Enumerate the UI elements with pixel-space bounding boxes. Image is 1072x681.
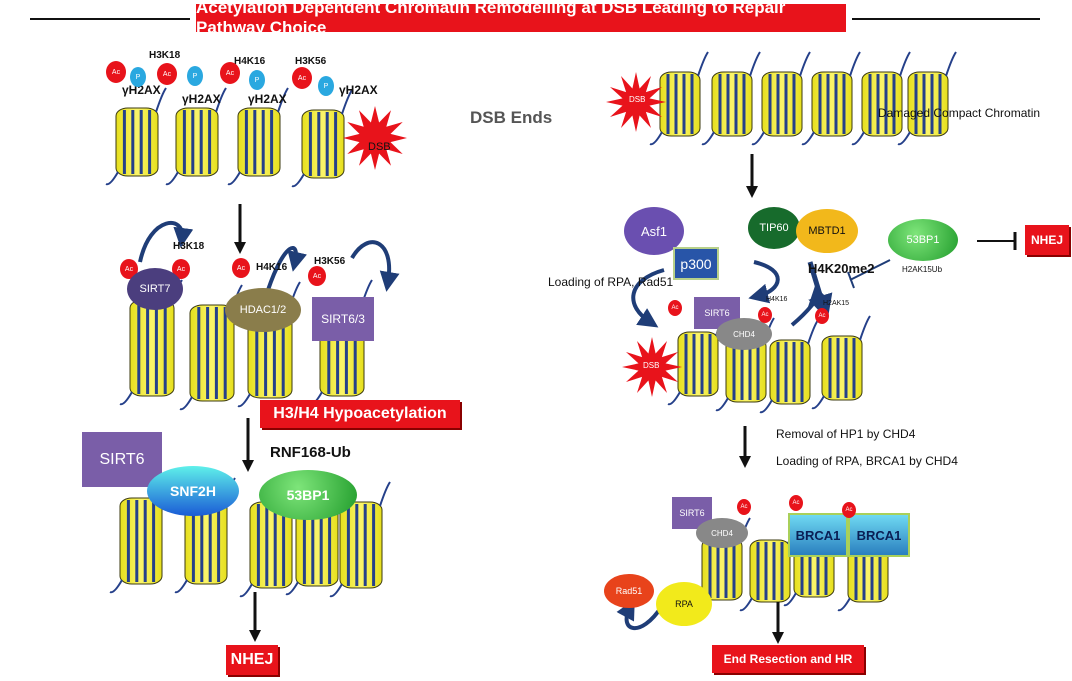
nucleosome bbox=[715, 317, 775, 412]
p-dot: P bbox=[249, 70, 265, 90]
nucleosome-layer bbox=[105, 51, 957, 612]
mark-h4k16-mid: H4K16 bbox=[256, 262, 288, 273]
gamma-h2ax-4: γH2AX bbox=[339, 83, 378, 97]
ac-dot: Ac bbox=[308, 266, 326, 286]
shape-layer bbox=[30, 18, 1040, 397]
arrow-layer bbox=[138, 154, 1017, 644]
tip60-acetyltransferase: TIP60 bbox=[748, 207, 800, 249]
ac-dot: Ac bbox=[737, 499, 751, 515]
ac-dot: Ac bbox=[668, 300, 682, 316]
dsb-label-left: DSB bbox=[368, 141, 391, 153]
dsb-label-right-top: DSB bbox=[629, 95, 646, 104]
chd4-remodeler-bottom: CHD4 bbox=[696, 518, 748, 548]
hdac12-enzyme: HDAC1/2 bbox=[225, 288, 301, 332]
hdac-arrow bbox=[266, 245, 307, 291]
nucleosome bbox=[851, 51, 911, 146]
ac-dot: Ac bbox=[220, 62, 240, 84]
tip60-arrow bbox=[748, 260, 780, 304]
ac-dot: Ac bbox=[292, 67, 312, 89]
nucleosome bbox=[667, 311, 727, 406]
snf2h-remodeler: SNF2H bbox=[147, 466, 239, 516]
nucleosome bbox=[759, 319, 819, 414]
ac-dot: Ac bbox=[106, 61, 126, 83]
nucleosome bbox=[109, 477, 171, 594]
dsb-burst-left bbox=[343, 106, 407, 170]
sirt63-enzyme: SIRT6/3 bbox=[312, 297, 374, 341]
mark-h3k56-top: H3K56 bbox=[295, 56, 327, 67]
nucleosome bbox=[751, 51, 811, 146]
dsb-burst-right-top bbox=[606, 72, 666, 132]
53bp1-left: 53BP1 bbox=[259, 470, 357, 520]
brca1-protein-2: BRCA1 bbox=[848, 513, 910, 557]
ac-dot: Ac bbox=[157, 63, 177, 85]
chd4-remodeler-mid: CHD4 bbox=[716, 318, 772, 350]
loading-rpa-brca1-label: Loading of RPA, BRCA1 by CHD4 bbox=[776, 454, 958, 468]
rad51-protein: Rad51 bbox=[604, 574, 654, 608]
nucleosome bbox=[701, 51, 761, 146]
nucleosome bbox=[165, 87, 227, 186]
53bp1-inhibit-bar bbox=[847, 271, 855, 289]
ac-dot: Ac bbox=[758, 307, 772, 323]
nucleosome bbox=[239, 481, 301, 598]
h4k20me2-label: H4K20me2 bbox=[808, 261, 875, 276]
ac-dot: Ac bbox=[815, 308, 829, 324]
h4k16-right-label: H4K16 bbox=[766, 296, 788, 303]
sirt6-enzyme-left: SIRT6 bbox=[82, 432, 162, 487]
ac-dot: Ac bbox=[172, 259, 190, 279]
nucleosome bbox=[227, 87, 289, 186]
mbtd1-reader: MBTD1 bbox=[796, 209, 858, 253]
ac-dot: Ac bbox=[842, 502, 856, 518]
sirt7-enzyme: SIRT7 bbox=[127, 268, 183, 310]
sirt63-arrow bbox=[350, 240, 400, 292]
loading-rpa-rad51-label: Loading of RPA, Rad51 bbox=[548, 275, 674, 289]
gamma-h2ax-2: γH2AX bbox=[182, 92, 221, 106]
h2ak15-right-label: H2AK15 bbox=[823, 300, 850, 307]
rnf168-ub-label: RNF168-Ub bbox=[270, 444, 351, 461]
nucleosome bbox=[897, 51, 957, 146]
rad51-arrow bbox=[616, 599, 664, 630]
dsb-burst-right-mid bbox=[622, 337, 682, 397]
p-dot: P bbox=[187, 66, 203, 86]
dsb-ends-label: DSB Ends bbox=[470, 108, 553, 127]
diagram-title: Acetylation Dependent Chromatin Remodell… bbox=[196, 0, 846, 37]
nucleosome bbox=[291, 89, 353, 188]
nucleosome bbox=[179, 284, 243, 411]
nucleosome bbox=[329, 481, 391, 598]
damaged-compact-chromatin-label: Damaged Compact Chromatin bbox=[878, 106, 1041, 120]
gamma-h2ax-3: γH2AX bbox=[248, 92, 287, 106]
mark-h4k16-top: H4K16 bbox=[234, 56, 266, 67]
53bp1-inhibit-line bbox=[849, 259, 891, 281]
mark-h3k18-top: H3K18 bbox=[149, 50, 181, 61]
dsb-label-right-mid: DSB bbox=[643, 361, 660, 370]
gamma-h2ax-1: γH2AX bbox=[122, 83, 161, 97]
sirt7-arrow bbox=[138, 221, 194, 263]
nhej-box-left: NHEJ bbox=[226, 645, 278, 675]
ac-dot: Ac bbox=[232, 258, 250, 278]
ac-dot: Ac bbox=[789, 495, 803, 511]
mark-h3k18-mid: H3K18 bbox=[173, 241, 205, 252]
rpa-protein: RPA bbox=[656, 582, 712, 626]
asf1-arrow bbox=[631, 268, 665, 328]
nucleosome bbox=[649, 51, 709, 146]
brca1-protein-1: BRCA1 bbox=[788, 513, 848, 557]
hypoacetylation-box: H3/H4 Hypoacetylation bbox=[260, 400, 460, 428]
end-resection-hr-box: End Resection and HR bbox=[712, 645, 864, 673]
nucleosome bbox=[801, 51, 861, 146]
removal-hp1-label: Removal of HP1 by CHD4 bbox=[776, 427, 916, 441]
nucleosome bbox=[811, 315, 871, 410]
h2ak15-arrow bbox=[790, 285, 830, 327]
53bp1-right: 53BP1 bbox=[888, 219, 958, 261]
p-dot: P bbox=[130, 67, 146, 87]
nhej-box-right: NHEJ bbox=[1025, 225, 1069, 255]
mark-h3k56-mid: H3K56 bbox=[314, 256, 346, 267]
h2ak15ub-label: H2AK15Ub bbox=[902, 265, 943, 274]
nucleosome bbox=[105, 87, 167, 186]
p-dot: P bbox=[318, 76, 334, 96]
p300-acetyltransferase: p300 bbox=[673, 247, 719, 280]
